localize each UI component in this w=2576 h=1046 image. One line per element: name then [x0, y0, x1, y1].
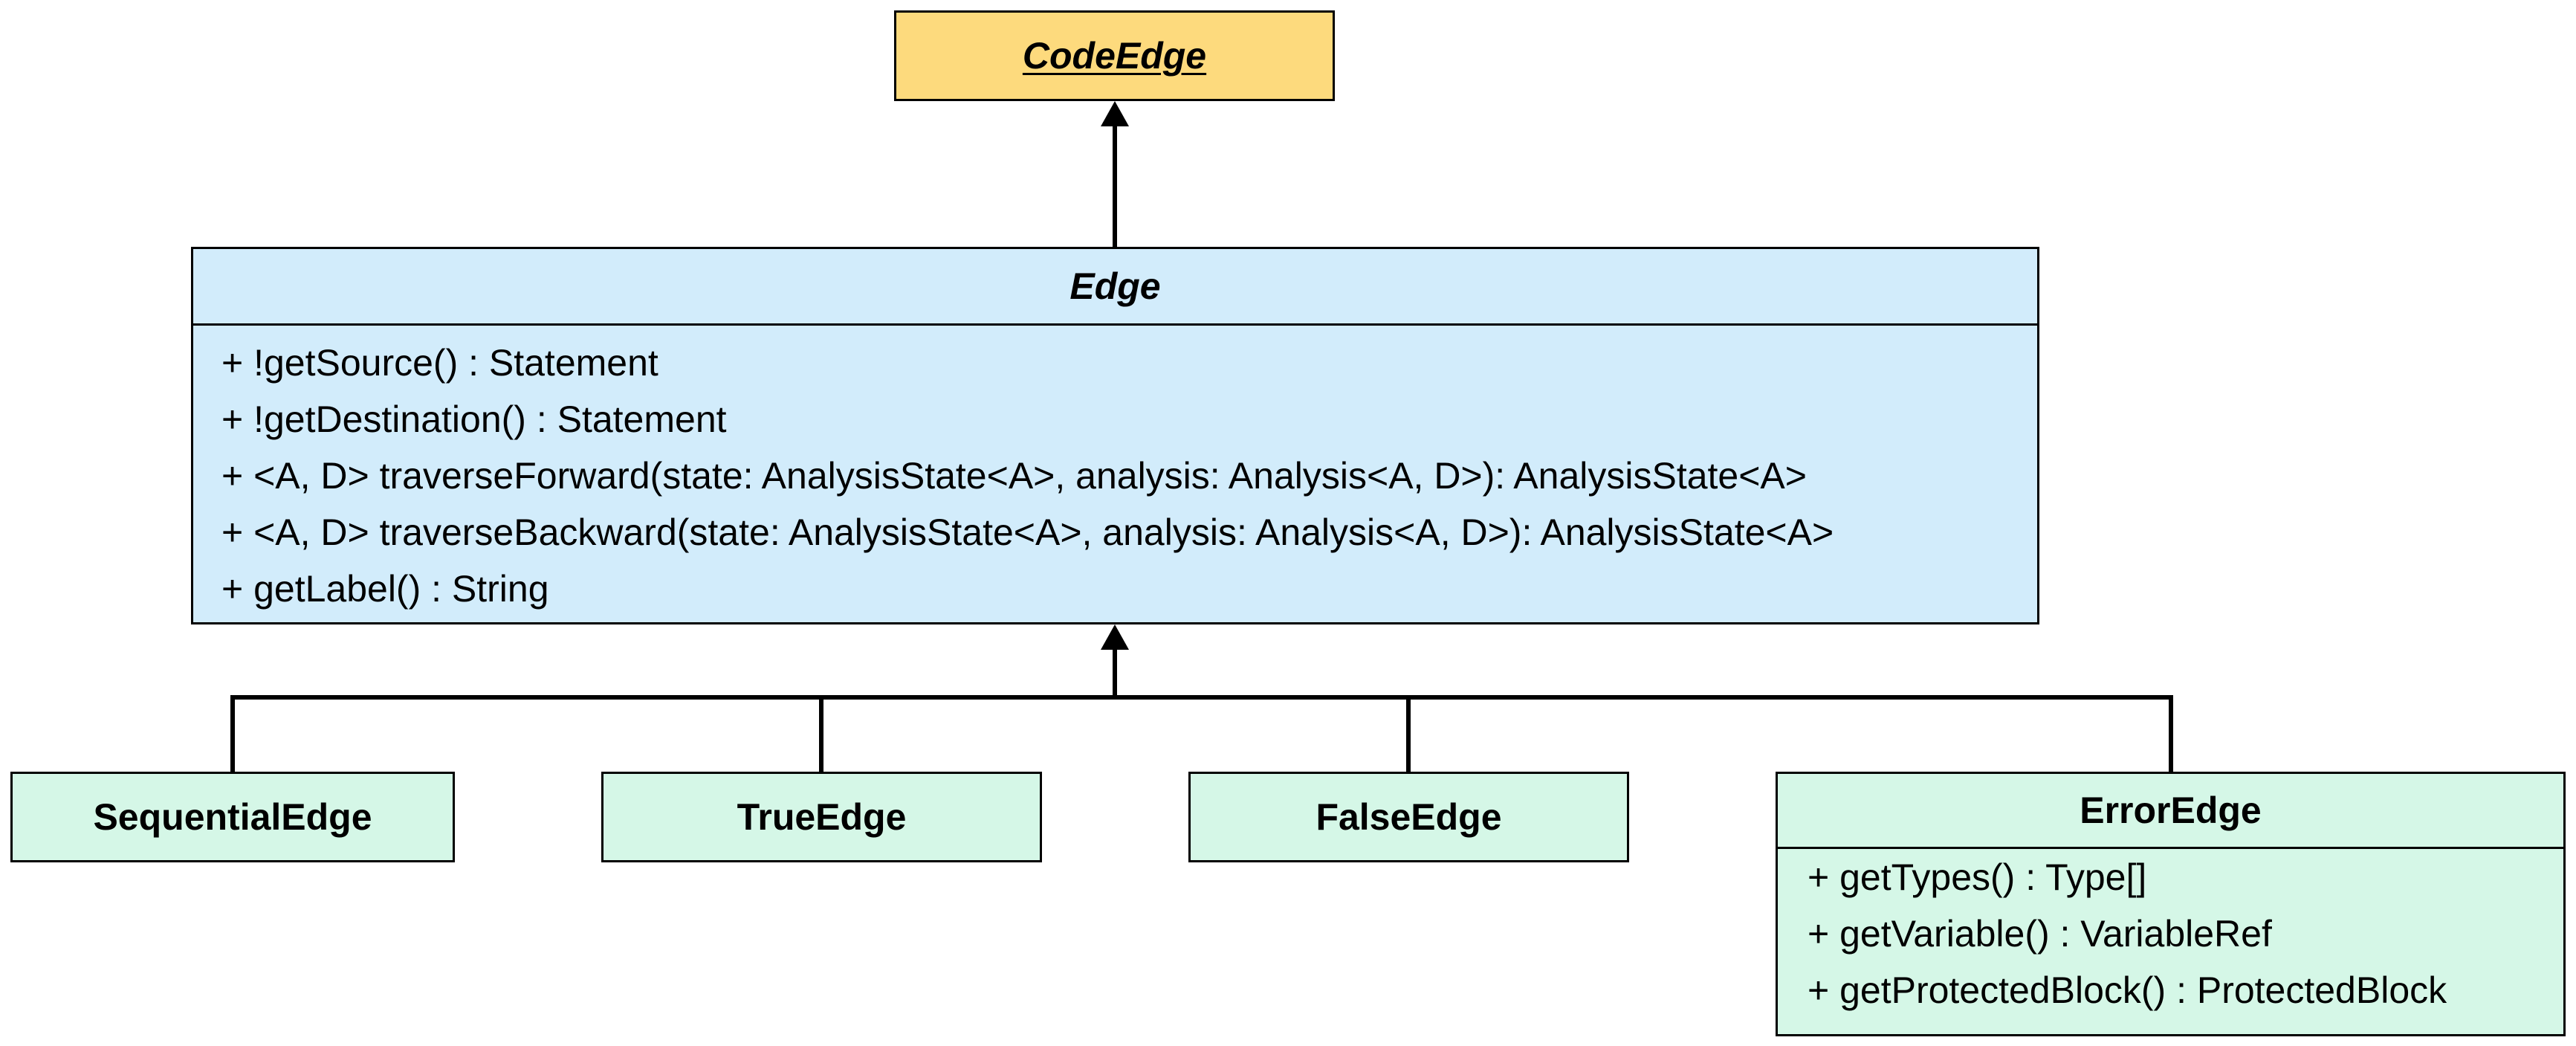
- edge-class-members: + !getSource() : Statement + !getDestina…: [193, 323, 2037, 622]
- edge-arrowhead: [1101, 624, 1129, 650]
- erroredge-member-getvariable: + getVariable() : VariableRef: [1808, 913, 2272, 955]
- erroredge-member-gettypes: + getTypes() : Type[]: [1808, 856, 2147, 898]
- sequentialedge-class-title: SequentialEdge: [93, 796, 372, 838]
- erroredge-class-members: + getTypes() : Type[] + getVariable() : …: [1778, 847, 2563, 1034]
- trueedge-class-box: TrueEdge: [601, 772, 1042, 862]
- sequentialedge-class-box: SequentialEdge: [10, 772, 455, 862]
- erroredge-member-getprotectedblock: + getProtectedBlock() : ProtectedBlock: [1808, 969, 2447, 1011]
- edge-member-getsource: + !getSource() : Statement: [221, 342, 658, 384]
- edge-class-title: Edge: [1069, 265, 1161, 307]
- edge-member-traverseforward: + <A, D> traverseForward(state: Analysis…: [221, 455, 1807, 497]
- erroredge-class-title: ErrorEdge: [2080, 790, 2262, 831]
- codeedge-class-title: CodeEdge: [896, 13, 1333, 99]
- falseedge-class-title: FalseEdge: [1315, 796, 1502, 838]
- codeedge-class-box: CodeEdge: [894, 10, 1335, 101]
- codeedge-class-name: CodeEdge: [1022, 35, 1207, 77]
- erroredge-class-box: ErrorEdge + getTypes() : Type[] + getVar…: [1776, 772, 2566, 1036]
- trueedge-class-title: TrueEdge: [737, 796, 907, 838]
- edge-member-getlabel: + getLabel() : String: [221, 568, 549, 610]
- edge-member-traversebackward: + <A, D> traverseBackward(state: Analysi…: [221, 511, 1834, 553]
- edge-member-getdestination: + !getDestination() : Statement: [221, 398, 727, 440]
- codeedge-arrowhead: [1101, 101, 1129, 126]
- edge-class-box: Edge + !getSource() : Statement + !getDe…: [191, 247, 2039, 624]
- falseedge-class-box: FalseEdge: [1188, 772, 1629, 862]
